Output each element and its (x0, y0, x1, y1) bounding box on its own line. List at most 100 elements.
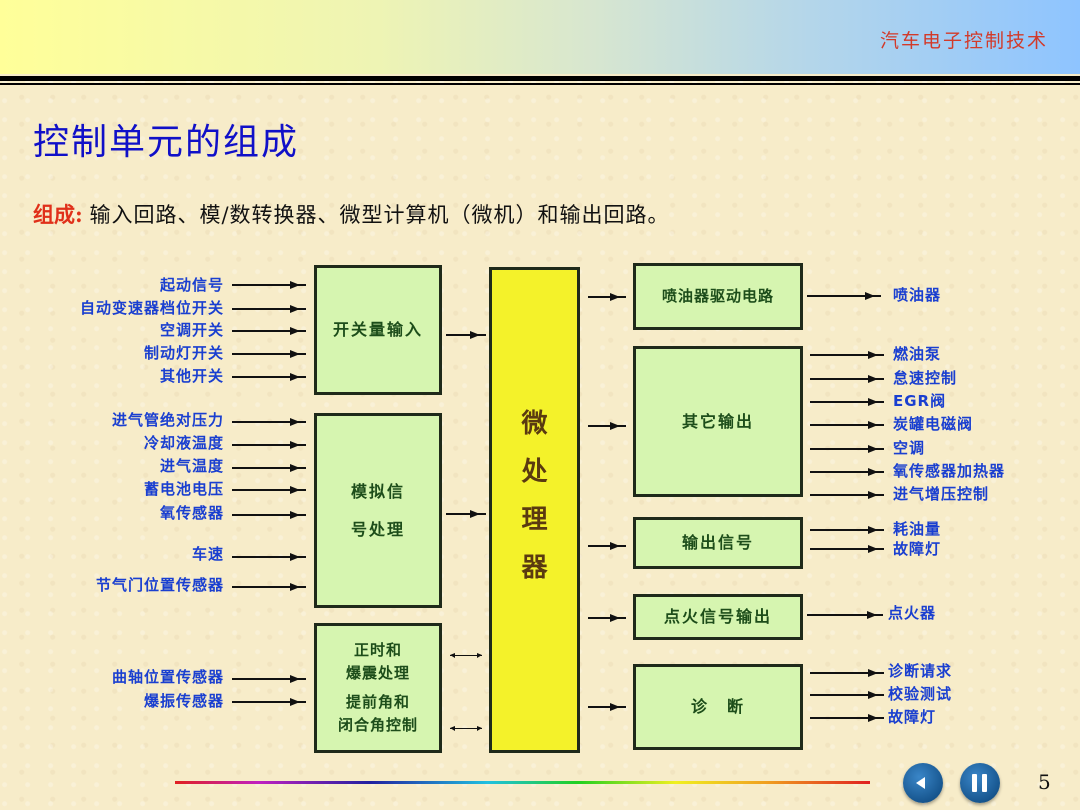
pause-icon (972, 774, 977, 792)
arrow (810, 714, 884, 722)
arrow (232, 418, 306, 426)
output-signal: 空调 (893, 439, 926, 457)
output-signal: 喷油器 (893, 286, 942, 304)
previous-slide-button[interactable] (903, 763, 943, 803)
input-signal: 氧传感器 (159, 504, 224, 522)
processor-char: 处 (521, 457, 548, 487)
arrow (810, 468, 884, 476)
output-signal: 燃油泵 (893, 345, 942, 363)
arrow (232, 583, 306, 591)
header-divider-thin (0, 83, 1080, 85)
arrow (810, 398, 884, 406)
arrow (232, 373, 306, 381)
block-label: 点火信号输出 (663, 607, 772, 627)
block-label-line: 闭合角控制 (337, 716, 418, 735)
course-title: 汽车电子控制技术 (879, 30, 1048, 52)
input-signal: 其他开关 (159, 367, 224, 385)
output-signal: 炭罐电磁阀 (893, 415, 974, 433)
ignition-output-block: 点火信号输出 (633, 594, 803, 640)
block-label-line: 提前角和 (345, 693, 410, 711)
output-signal: 进气增压控制 (893, 485, 990, 503)
intro-line: 组成: 输入回路、模/数转换器、微型计算机（微机）和输出回路。 (33, 199, 670, 229)
processor-label: 微 处 理 器 (492, 400, 577, 592)
output-signal: 故障灯 (888, 708, 937, 726)
arrow (232, 553, 306, 561)
header-divider-thick (0, 76, 1080, 81)
arrow (807, 292, 881, 300)
arrow (588, 703, 626, 711)
input-signal: 进气温度 (159, 457, 224, 475)
arrow (232, 698, 306, 706)
bidirectional-arrow (450, 653, 482, 658)
pause-button[interactable] (960, 763, 1000, 803)
header-banner: 汽车电子控制技术 (0, 0, 1080, 74)
input-signal: 起动信号 (159, 276, 224, 294)
arrow (810, 669, 884, 677)
input-signal: 曲轴位置传感器 (111, 668, 224, 686)
arrow (810, 445, 884, 453)
arrow (232, 675, 306, 683)
slide-title: 控制单元的组成 (33, 122, 300, 163)
microprocessor-block: 微 处 理 器 (489, 267, 580, 753)
diagnosis-block: 诊 断 (633, 664, 803, 750)
arrow (807, 611, 883, 619)
output-signal: 氧传感器加热器 (893, 462, 1006, 480)
block-label: 诊 断 (690, 697, 745, 717)
arrow (810, 526, 884, 534)
timing-knock-block: 正时和 爆震处理 提前角和 闭合角控制 (314, 623, 442, 753)
arrow (588, 614, 626, 622)
arrow (810, 691, 884, 699)
switch-input-block: 开关量输入 (314, 265, 442, 395)
arrow (810, 491, 884, 499)
arrow (232, 281, 306, 289)
other-outputs-block: 其它输出 (633, 346, 803, 497)
arrow (810, 545, 884, 553)
intro-label: 组成: (33, 202, 83, 227)
input-signal: 自动变速器档位开关 (79, 299, 224, 317)
output-signal: 耗油量 (893, 520, 942, 538)
block-label: 开关量输入 (332, 320, 423, 340)
input-signal: 空调开关 (159, 321, 224, 339)
input-signal: 制动灯开关 (143, 344, 224, 362)
block-label-line: 正时和 (353, 640, 402, 659)
arrow (232, 305, 306, 313)
input-signal: 车速 (191, 545, 224, 563)
block-label-line: 爆震处理 (345, 663, 410, 682)
block-label: 其它输出 (681, 411, 754, 431)
arrow (232, 486, 306, 494)
input-signal: 节气门位置传感器 (95, 576, 224, 594)
rainbow-divider (175, 781, 870, 784)
pause-icon (982, 774, 987, 792)
previous-icon (916, 777, 925, 789)
page-number: 5 (1038, 770, 1051, 794)
arrow (588, 293, 626, 301)
injector-driver-block: 喷油器驱动电路 (633, 263, 803, 330)
arrow (810, 351, 884, 359)
arrow (232, 327, 306, 335)
arrow (232, 511, 306, 519)
arrow (232, 441, 306, 449)
output-signal: 故障灯 (893, 540, 942, 558)
arrow (446, 510, 486, 518)
block-label: 输出信号 (681, 533, 754, 553)
processor-char: 微 (521, 409, 548, 439)
arrow (232, 350, 306, 358)
output-signal: 校验测试 (888, 685, 953, 703)
processor-char: 器 (521, 553, 548, 583)
arrow (588, 422, 626, 430)
output-signal-block: 输出信号 (633, 517, 803, 569)
arrow (810, 375, 884, 383)
input-signal: 蓄电池电压 (143, 480, 224, 498)
analog-processing-block: 模拟信 号处理 (314, 413, 442, 608)
intro-text: 输入回路、模/数转换器、微型计算机（微机）和输出回路。 (89, 203, 670, 227)
block-label-line: 号处理 (350, 519, 405, 539)
arrow (588, 542, 626, 550)
block-label-line: 模拟信 (350, 482, 405, 502)
processor-char: 理 (521, 505, 548, 535)
input-signal: 爆振传感器 (143, 692, 224, 710)
arrow (810, 421, 884, 429)
block-label: 喷油器驱动电路 (661, 286, 774, 305)
output-signal: EGR阀 (893, 392, 947, 410)
input-signal: 进气管绝对压力 (111, 411, 224, 429)
arrow (232, 464, 306, 472)
